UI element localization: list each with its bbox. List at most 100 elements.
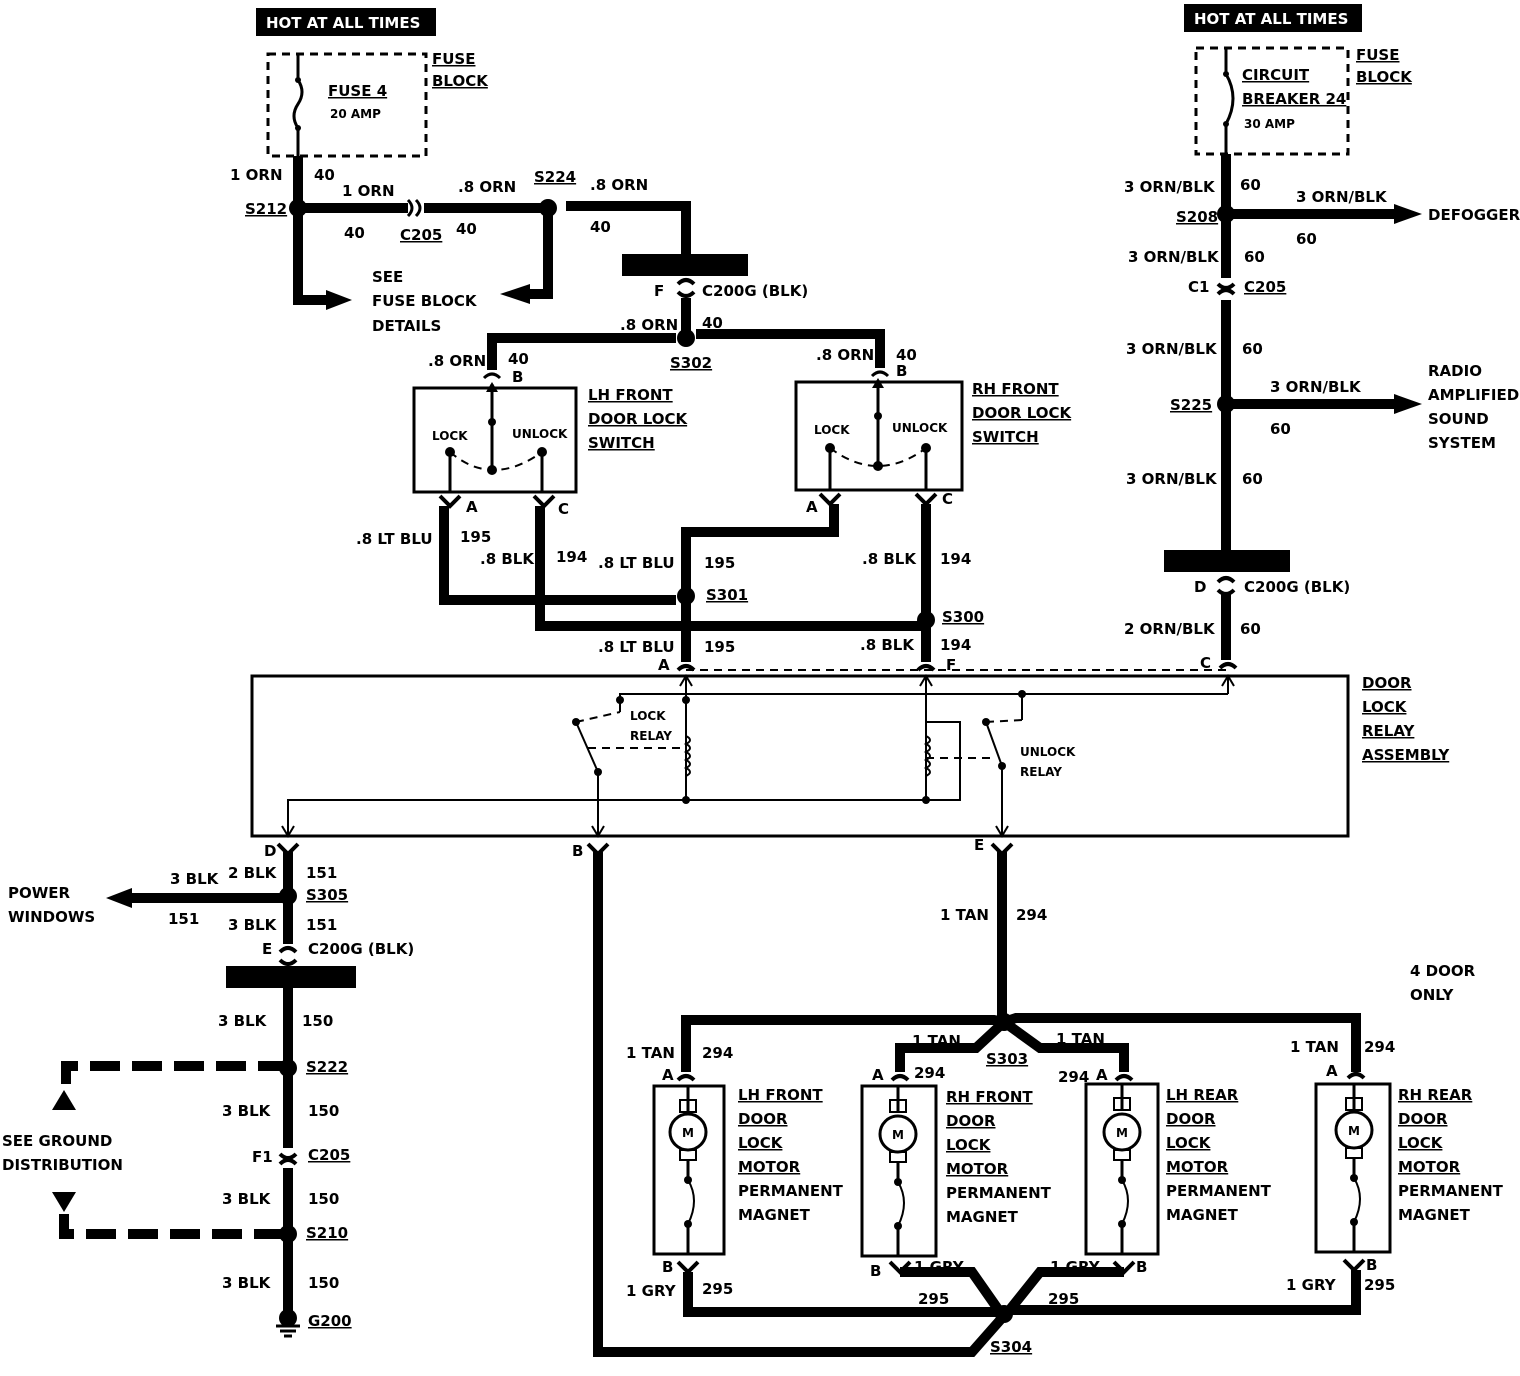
radio-label-l3: SOUND — [1428, 410, 1489, 428]
relay-assembly-l4: ASSEMBLY — [1362, 746, 1450, 764]
motor-m-icon: M — [1348, 1124, 1360, 1138]
wire-label: 1 TAN — [1056, 1030, 1105, 1048]
wire-label: .8 BLK — [480, 550, 535, 568]
motor-label: MOTOR — [1166, 1158, 1229, 1176]
circuit-number: 60 — [1240, 620, 1261, 638]
power-windows-l2: WINDOWS — [8, 908, 95, 926]
motor-label: DOOR — [946, 1112, 996, 1130]
lh-rear-door-lock-motor: M — [1084, 1082, 1160, 1256]
connector-c205-label: C205 — [1244, 278, 1286, 296]
splice-s304 — [995, 1305, 1013, 1323]
see-ground-l2: DISTRIBUTION — [2, 1156, 123, 1174]
relay-assembly-l3: RELAY — [1362, 722, 1416, 740]
pin-label: A — [658, 656, 670, 674]
circuit-number: 194 — [940, 636, 971, 654]
wire-label: .8 BLK — [860, 636, 915, 654]
connector-c200g-body — [622, 254, 748, 276]
wire-label: .8 ORN — [590, 176, 648, 194]
circuit-number: 150 — [302, 1012, 333, 1030]
wire-label: 3 BLK — [218, 1012, 268, 1030]
pin-label: B — [1136, 1258, 1147, 1276]
splice-label-s222: S222 — [306, 1058, 348, 1076]
wire-label: 1 ORN — [230, 166, 283, 184]
wire-label: 2 ORN/BLK — [1124, 620, 1216, 638]
wire-label: 3 BLK — [228, 916, 278, 934]
motor-m-icon: M — [682, 1126, 694, 1140]
lock-relay-l1: LOCK — [630, 709, 666, 723]
circuit-number: 60 — [1240, 176, 1261, 194]
fuse-block-right-l2: BLOCK — [1356, 68, 1413, 86]
fuse-block-label-l1: FUSE — [432, 50, 475, 68]
pin-label: B — [512, 368, 523, 386]
relay-assembly-l1: DOOR — [1362, 674, 1412, 692]
see-fuse-block-l2: FUSE BLOCK — [372, 292, 478, 310]
radio-label-l4: SYSTEM — [1428, 434, 1496, 452]
radio-label-l2: AMPLIFIED — [1428, 386, 1519, 404]
pin-label: A — [872, 1066, 884, 1084]
rh-rear-door-lock-motor: M — [1314, 1082, 1392, 1254]
wire-label: 1 TAN — [940, 906, 989, 924]
circuit-number: 40 — [590, 218, 611, 236]
circuit-number: 150 — [308, 1190, 339, 1208]
fuse-block-label-l2: BLOCK — [432, 72, 489, 90]
wire-label: 3 ORN/BLK — [1124, 178, 1216, 196]
connector-c205-label: C205 — [400, 226, 442, 244]
circuit-number: 151 — [168, 910, 199, 928]
motor-label: MOTOR — [946, 1160, 1009, 1178]
wire-label: 1 ORN — [342, 182, 395, 200]
motor-label: PERMANENT — [1398, 1182, 1504, 1200]
motor-label: LOCK — [1398, 1134, 1444, 1152]
wire-label: 1 TAN — [912, 1032, 961, 1050]
pin-label: B — [870, 1262, 881, 1280]
splice-label-s303: S303 — [986, 1050, 1028, 1068]
circuit-number: 60 — [1242, 470, 1263, 488]
wire-label: 1 GRY — [1050, 1258, 1101, 1276]
circuit-number: 40 — [314, 166, 335, 184]
motor-label: DOOR — [738, 1110, 788, 1128]
motor-label: MOTOR — [1398, 1158, 1461, 1176]
pin-label: A — [466, 498, 478, 516]
wire-label: 3 ORN/BLK — [1126, 340, 1218, 358]
motor-label: LOCK — [738, 1134, 784, 1152]
motor-label: MAGNET — [1398, 1206, 1471, 1224]
wire-label: 3 ORN/BLK — [1128, 248, 1220, 266]
pin-label: D — [264, 842, 276, 860]
fuse-block-right — [1194, 46, 1350, 156]
pin-label: D — [1194, 578, 1206, 596]
four-door-only-l2: ONLY — [1410, 986, 1455, 1004]
wire-label: 3 ORN/BLK — [1126, 470, 1218, 488]
switch-lock-label: LOCK — [432, 429, 468, 443]
pin-label: E — [974, 836, 984, 854]
pin-label: B — [896, 362, 907, 380]
pin-label: B — [662, 1258, 673, 1276]
pin-label: E — [262, 940, 272, 958]
circuit-number: 294 — [1364, 1038, 1395, 1056]
defogger-label: DEFOGGER — [1428, 206, 1520, 224]
splice-label-s224: S224 — [534, 168, 576, 186]
pin-label: B — [572, 842, 583, 860]
rh-switch-title-l1: RH FRONT — [972, 380, 1059, 398]
power-windows-l1: POWER — [8, 884, 71, 902]
pin-label: B — [1366, 1256, 1377, 1274]
lh-switch-title-l1: LH FRONT — [588, 386, 673, 404]
motor-label: MAGNET — [738, 1206, 811, 1224]
circuit-number: 195 — [460, 528, 491, 546]
circuit-number: 150 — [308, 1102, 339, 1120]
splice-label-s225: S225 — [1170, 396, 1212, 414]
wire-label: .8 LT BLU — [598, 554, 675, 572]
pin-label: A — [1096, 1066, 1108, 1084]
splice-label-s301: S301 — [706, 586, 748, 604]
pin-label: C — [558, 500, 569, 518]
wire-label: 3 BLK — [222, 1190, 272, 1208]
connector-c200g-label: C200G (BLK) — [308, 940, 414, 958]
circuit-number: 295 — [1364, 1276, 1395, 1294]
pin-label: F — [946, 656, 956, 674]
ground-label-g200: G200 — [308, 1312, 352, 1330]
connector-label: F1 — [252, 1148, 273, 1166]
wire-label: 3 ORN/BLK — [1296, 188, 1388, 206]
motor-label: DOOR — [1398, 1110, 1448, 1128]
circuit-number: 295 — [918, 1290, 949, 1308]
connector-label: C1 — [1188, 278, 1209, 296]
circuit-number: 195 — [704, 554, 735, 572]
circuit-number: 60 — [1242, 340, 1263, 358]
